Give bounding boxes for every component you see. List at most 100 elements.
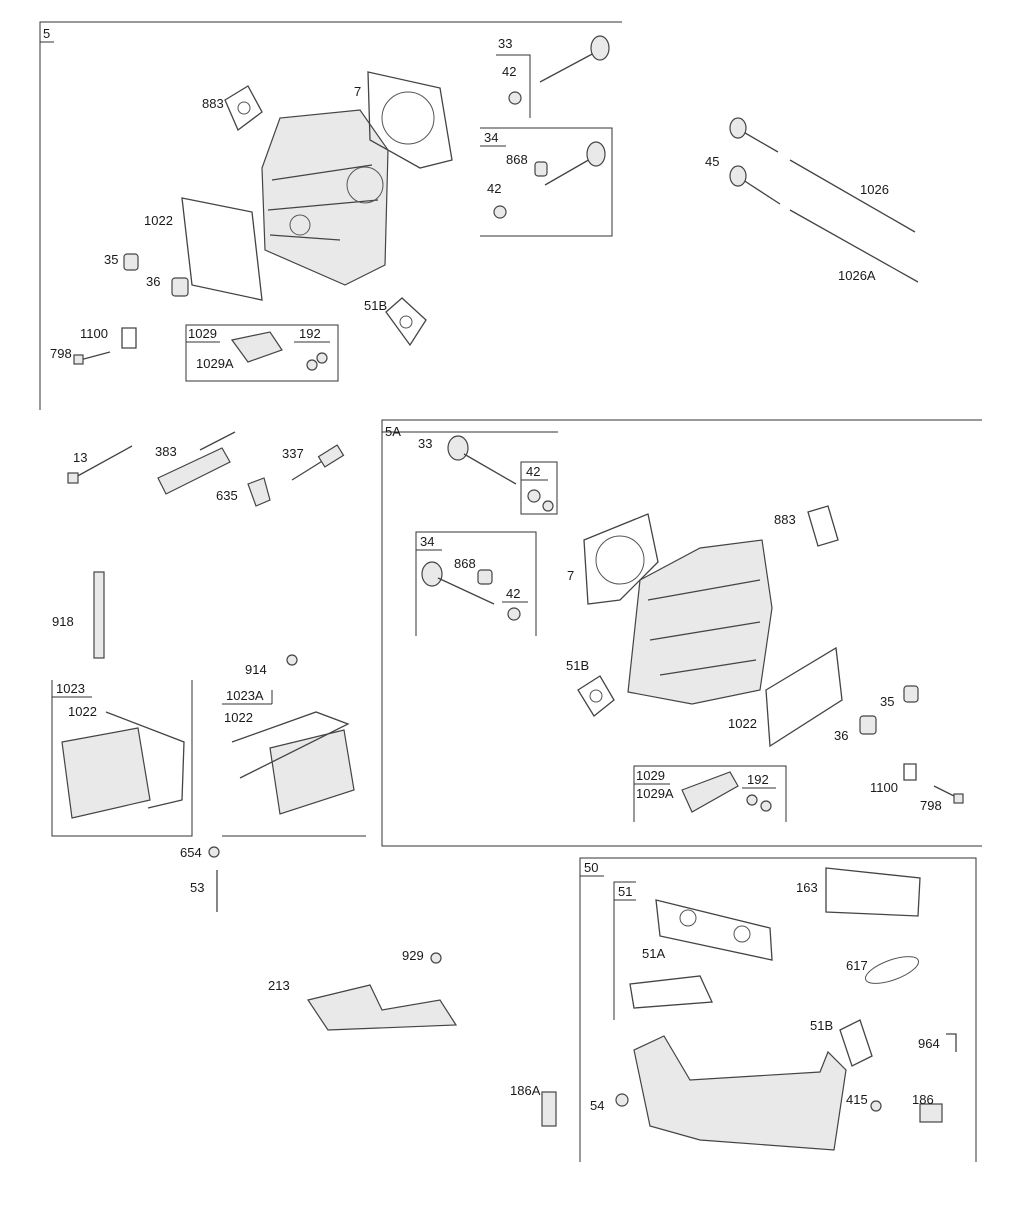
part-label-42: 42	[502, 64, 516, 79]
cover-gasket-163[interactable]	[825, 867, 921, 917]
box-5a-34-label: 34	[420, 534, 434, 549]
head-gasket-5a-7[interactable]	[583, 513, 659, 605]
spark-plug-337[interactable]	[291, 444, 345, 481]
box-5a-42-label: 42	[526, 464, 540, 479]
part-label-1026: 1026	[860, 182, 889, 197]
part-label-5a-7: 7	[567, 568, 574, 583]
nut-5a-192[interactable]	[746, 794, 772, 812]
part-label-5a-36: 36	[834, 728, 848, 743]
bracket-964[interactable]	[946, 1033, 957, 1052]
part-label-7: 7	[354, 84, 361, 99]
valve-seal-5a-868[interactable]	[477, 569, 493, 585]
dipstick-tube-918[interactable]	[93, 571, 105, 659]
gasket-50-51b[interactable]	[839, 1019, 873, 1067]
valve-cover-gasket-1022[interactable]	[181, 197, 263, 301]
part-label-337: 337	[282, 446, 304, 461]
screw-54[interactable]	[615, 1093, 629, 1107]
part-label-53: 53	[190, 880, 204, 895]
box-5a-1029: 1029 192	[633, 765, 787, 822]
valve-cover-gasket-5a-1022[interactable]	[765, 646, 843, 748]
head-gasket[interactable]	[367, 71, 453, 169]
valve-cover-1023[interactable]	[61, 711, 185, 819]
group-50-label: 50	[584, 860, 598, 875]
bracket-5a-1100[interactable]	[903, 763, 917, 781]
box-34: 34	[480, 127, 613, 237]
part-label-163: 163	[796, 880, 818, 895]
valve-spring-5a-35[interactable]	[903, 685, 919, 703]
box-1023a-label: 1023A	[226, 688, 264, 703]
push-rod-1026a[interactable]	[789, 209, 919, 283]
group-5-label: 5	[43, 26, 50, 41]
push-rod-1026[interactable]	[789, 159, 916, 233]
tappet-45[interactable]	[729, 117, 781, 205]
valve-keeper-42[interactable]	[508, 91, 522, 105]
valve-keeper-5a-42[interactable]	[527, 489, 554, 512]
exhaust-gasket-5a-883[interactable]	[807, 505, 839, 547]
valve-cover-1023a[interactable]	[231, 711, 355, 815]
part-label-5a-35: 35	[880, 694, 894, 709]
valve-spring-5a-36[interactable]	[859, 715, 877, 735]
box-5a-34: 34 42	[415, 531, 537, 636]
part-label-186: 186	[912, 1092, 934, 1107]
box-1023-label: 1023	[56, 681, 85, 696]
cylinder-head-5a[interactable]	[627, 539, 773, 705]
intake-valve-5a-33[interactable]	[447, 435, 517, 485]
o-ring-617[interactable]	[862, 951, 921, 989]
rocker-arm-1029a[interactable]	[230, 331, 283, 363]
ignition-module-383[interactable]	[157, 431, 236, 495]
nut-192[interactable]	[306, 352, 328, 371]
part-label-929: 929	[402, 948, 424, 963]
box-34-label: 34	[484, 130, 498, 145]
part-label-383: 383	[155, 444, 177, 459]
exhaust-valve-5a-34[interactable]	[421, 561, 495, 605]
valve-spring-35[interactable]	[123, 253, 139, 271]
intake-gaskets-51a[interactable]	[629, 899, 773, 1009]
cylinder-head[interactable]	[261, 109, 389, 286]
screw-929[interactable]	[430, 952, 442, 964]
screw-914[interactable]	[286, 654, 298, 666]
intake-gasket-51b[interactable]	[385, 297, 427, 347]
bracket-1100[interactable]	[121, 327, 137, 349]
part-label-964: 964	[918, 1036, 940, 1051]
part-label-914: 914	[245, 662, 267, 677]
exhaust-gasket-883[interactable]	[224, 85, 263, 132]
part-label-51b-50: 51B	[810, 1018, 833, 1033]
part-label-5a-51b: 51B	[566, 658, 589, 673]
nut-654[interactable]	[208, 846, 220, 858]
group-51-label: 51	[618, 884, 632, 899]
box-1029: 1029 192	[185, 324, 339, 382]
part-label-1022: 1022	[144, 213, 173, 228]
intake-gasket-5a-51b[interactable]	[577, 675, 615, 717]
valve-keeper-5a-42-b[interactable]	[507, 607, 521, 621]
part-label-36: 36	[146, 274, 160, 289]
fitting-186[interactable]	[919, 1103, 943, 1123]
valve-keeper-42-b[interactable]	[493, 205, 507, 219]
rocker-arm-5a-1029a[interactable]	[681, 771, 739, 813]
box-192-label: 192	[299, 326, 321, 341]
part-label-51b: 51B	[364, 298, 387, 313]
valve-seal-868[interactable]	[534, 161, 548, 177]
nut-415[interactable]	[870, 1100, 882, 1112]
intake-manifold[interactable]	[633, 1035, 847, 1151]
bolt-798[interactable]	[73, 351, 111, 365]
part-label-35: 35	[104, 252, 118, 267]
fitting-186a[interactable]	[541, 1091, 557, 1127]
group-50-frame: 50	[579, 857, 977, 1162]
part-label-1022-c: 1022	[224, 710, 253, 725]
part-label-45: 45	[705, 154, 719, 169]
box-1023: 1023	[51, 680, 193, 837]
spark-plug-boot-635[interactable]	[247, 477, 271, 507]
part-label-186a: 186A	[510, 1083, 541, 1098]
intake-valve-33[interactable]	[539, 35, 610, 83]
part-label-918: 918	[52, 614, 74, 629]
governor-bracket-213[interactable]	[307, 984, 458, 1031]
bolt-5a-798[interactable]	[933, 785, 964, 804]
valve-spring-36[interactable]	[171, 277, 189, 297]
exhaust-valve-34[interactable]	[544, 141, 606, 186]
part-label-5a-1100: 1100	[870, 780, 898, 795]
bolt-13[interactable]	[67, 445, 133, 484]
part-label-654: 654	[180, 845, 202, 860]
part-label-5a-883: 883	[774, 512, 796, 527]
part-label-51a: 51A	[642, 946, 665, 961]
